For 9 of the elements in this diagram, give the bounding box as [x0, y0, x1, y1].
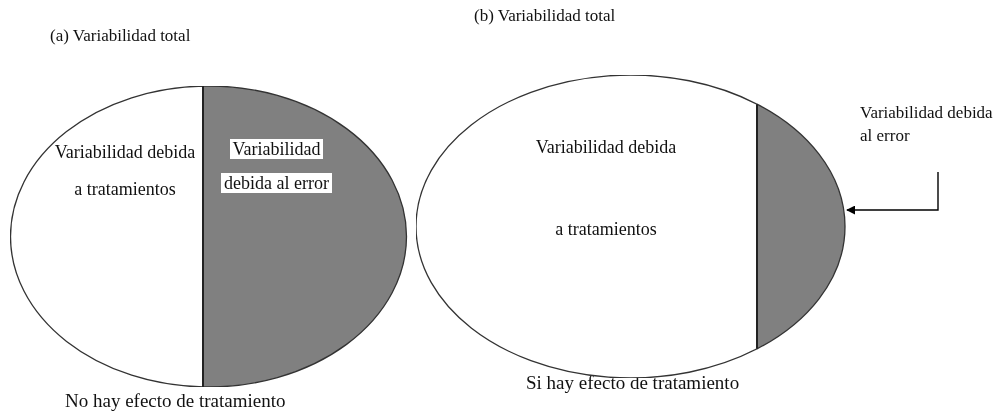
segment-label: Variabilidad debida al error	[860, 102, 994, 147]
diagram-caption: No hay efecto de tratamiento	[65, 390, 287, 413]
segment-label: a tratamientos	[554, 219, 658, 241]
diagram-heading: (b) Variabilidad total	[474, 6, 617, 27]
diagram-caption: Si hay efecto de tratamiento	[526, 372, 741, 395]
segment-label: Variabilidad debida	[534, 137, 678, 159]
segment-label: Variabilidad debida a tratamientos	[53, 141, 197, 201]
diagram-heading: (a) Variabilidad total	[50, 26, 192, 47]
arrow	[846, 171, 939, 215]
